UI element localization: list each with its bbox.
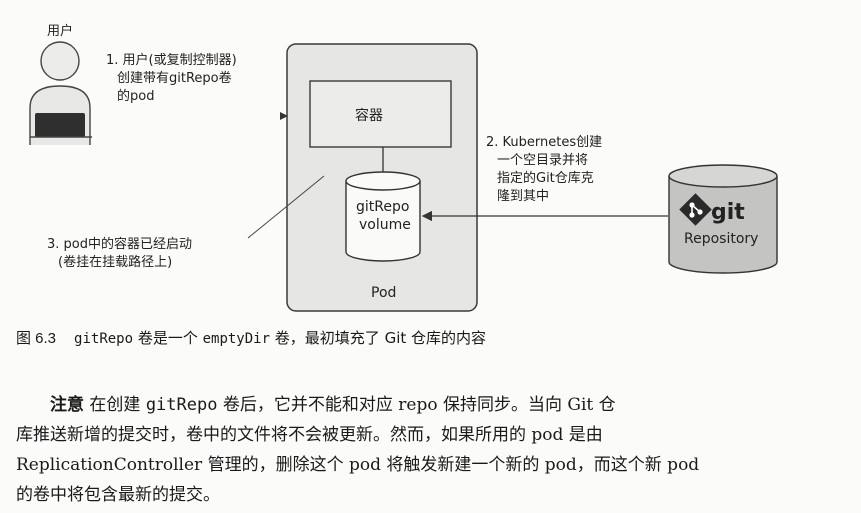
note-text: 在创建 bbox=[84, 395, 146, 415]
user-label: 用户 bbox=[47, 23, 73, 39]
note-line: 注意 在创建 gitRepo 卷后，它并不能和对应 repo 保持同步。当向 G… bbox=[16, 390, 861, 415]
caption-code: emptyDir bbox=[202, 331, 271, 347]
caption-text: 卷，最初填充了 Git 仓库的内容 bbox=[270, 329, 487, 347]
git-logo-icon bbox=[679, 193, 712, 226]
step3-pointer bbox=[247, 175, 325, 239]
note-code: gitRepo bbox=[145, 395, 218, 415]
gitrepo-volume-cylinder bbox=[345, 171, 421, 262]
user-icon bbox=[29, 41, 92, 145]
step1-line: 1. 用户(或复制控制器) bbox=[106, 52, 237, 68]
caption-text: 卷是一个 bbox=[133, 329, 203, 347]
step2-line: 隆到其中 bbox=[497, 189, 549, 204]
note-line: 库推送新增的提交时，卷中的文件将不会被更新。然而，如果所用的 pod 是由 bbox=[16, 425, 603, 445]
step3-line: (卷挂在挂载路径上) bbox=[58, 254, 172, 270]
pod-label: Pod bbox=[371, 285, 396, 301]
step2-annotation: 2. Kubernetes创建 一个空目录并将 指定的Git仓库克 隆到其中 bbox=[486, 135, 606, 204]
container-box bbox=[309, 80, 452, 148]
figure-number: 图 6.3 bbox=[16, 330, 57, 347]
step3-line: 3. pod中的容器已经启动 bbox=[47, 236, 192, 252]
note-line: ReplicationController 管理的，删除这个 pod 将触发新建… bbox=[16, 455, 700, 475]
step1-line: 创建带有gitRepo卷 bbox=[117, 70, 232, 86]
step1-line: 的pod bbox=[117, 88, 154, 104]
step2-line: 2. Kubernetes创建 bbox=[486, 135, 602, 150]
step2-line: 一个空目录并将 bbox=[497, 153, 588, 168]
note-line: 的卷中将包含最新的提交。 bbox=[16, 485, 220, 505]
step3-annotation: 3. pod中的容器已经启动 (卷挂在挂载路径上) bbox=[47, 236, 196, 270]
container-label: 容器 bbox=[355, 107, 383, 124]
caption-code: gitRepo bbox=[74, 331, 134, 347]
figure-caption: 图 6.3 gitRepo 卷是一个 emptyDir 卷，最初填充了 Git 仓… bbox=[16, 327, 486, 348]
repository-label: Repository bbox=[684, 231, 758, 247]
note-text: 卷后，它并不能和对应 repo 保持同步。当向 Git 仓 bbox=[217, 395, 616, 415]
note-title: 注意 bbox=[50, 395, 84, 415]
git-logo-text: git bbox=[711, 200, 745, 225]
gitrepo-volume-diagram: 用户 1. 用户(或复制控制器) 创建带有gitRepo卷 的pod 容器 gi… bbox=[29, 23, 778, 312]
step1-annotation: 1. 用户(或复制控制器) 创建带有gitRepo卷 的pod bbox=[106, 52, 241, 104]
volume-label-line1: gitRepo bbox=[356, 199, 409, 215]
pod-pointer-icon bbox=[280, 112, 288, 120]
step2-line: 指定的Git仓库克 bbox=[497, 170, 594, 186]
volume-label-line2: volume bbox=[359, 217, 411, 233]
